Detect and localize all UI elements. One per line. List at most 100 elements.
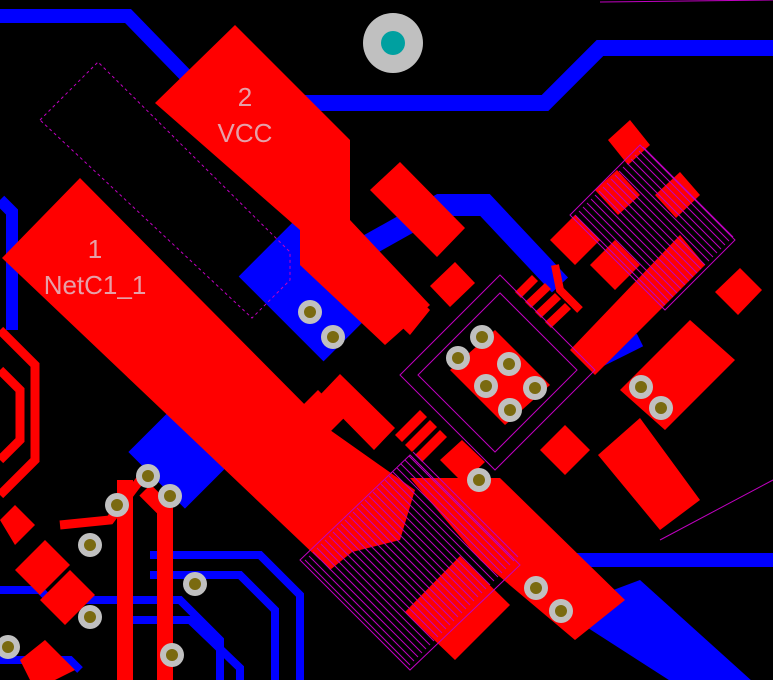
via-hole <box>164 490 176 502</box>
pad-2-number: 2 <box>238 82 252 112</box>
via-hole <box>655 402 667 414</box>
ic-pin-bottom-3 <box>415 430 447 462</box>
pad-1-net: NetC1_1 <box>44 270 147 300</box>
via-hole <box>2 641 14 653</box>
pad-1-number: 1 <box>88 234 102 264</box>
hatch-line <box>364 499 471 606</box>
pad-mid-east[interactable] <box>540 425 590 475</box>
trace-bottom-top-left <box>0 9 201 90</box>
pad-small-d[interactable] <box>300 390 345 435</box>
hatch-line <box>638 150 730 242</box>
hatch-line <box>372 491 479 598</box>
pad-right-3[interactable] <box>655 172 700 218</box>
pad-right-2[interactable] <box>595 170 640 215</box>
hatch-line <box>578 210 670 302</box>
hatch-line <box>332 531 439 638</box>
hatch-line <box>352 511 459 618</box>
trace-left-5 <box>139 484 173 680</box>
hatch-line <box>376 487 483 594</box>
pad-right-7[interactable] <box>620 320 735 430</box>
hatch-line <box>380 483 487 590</box>
trace-left-1 <box>0 326 40 499</box>
pad-right-6[interactable] <box>715 268 762 315</box>
ic-pin-top-2 <box>525 283 551 308</box>
hatch-line <box>388 475 495 582</box>
hatch-line <box>384 479 491 586</box>
trace-bottom-diagonal-main <box>354 194 569 293</box>
pad-right-1[interactable] <box>608 120 650 165</box>
hatch-line <box>642 146 734 238</box>
hatch-line <box>630 158 722 250</box>
via-hole <box>555 605 567 617</box>
via-hole <box>473 474 485 486</box>
via-hole <box>111 499 123 511</box>
pad-small-b[interactable] <box>430 262 475 307</box>
via-hole <box>529 382 541 394</box>
trace-left-2 <box>0 366 25 464</box>
hatch-line <box>312 551 419 658</box>
hatch-line <box>320 543 427 650</box>
hatch-line <box>598 190 690 282</box>
hatch-line <box>626 162 718 254</box>
hatch-line <box>618 170 710 262</box>
hatch-line <box>586 202 678 294</box>
pad-right-5[interactable] <box>590 240 640 290</box>
top-copper-layer <box>0 25 762 680</box>
hatch-line <box>316 547 423 654</box>
hatch-line <box>606 182 698 274</box>
hatch-line <box>304 559 411 666</box>
trace-vcc-down <box>300 220 430 345</box>
ic-outline <box>399 274 596 471</box>
pad-small-a[interactable] <box>370 162 465 257</box>
trace-right-big <box>570 235 705 375</box>
via-hole <box>530 582 542 594</box>
hatch-region-lower <box>299 454 521 671</box>
via-hole <box>504 404 516 416</box>
hatch-line <box>412 451 519 558</box>
pad-2-net: VCC <box>218 118 273 148</box>
hatch-line <box>396 467 503 574</box>
via-hole <box>304 306 316 318</box>
trace-bottom-block-lower <box>128 406 231 509</box>
ic-pin-bottom-1 <box>395 410 427 442</box>
bottom-copper-layer <box>0 9 773 680</box>
board-edge-right <box>659 479 773 541</box>
board-edge-top <box>599 0 773 3</box>
ic-outline-inner <box>417 292 578 453</box>
hatch-line <box>392 471 499 578</box>
hatch-line <box>622 166 714 258</box>
hatch-line <box>408 455 515 562</box>
hatch-line <box>594 194 686 286</box>
hatch-line <box>328 535 435 642</box>
via-hole <box>142 470 154 482</box>
hatch-line <box>574 214 666 306</box>
via-hole <box>189 578 201 590</box>
pad-left-small-4[interactable] <box>20 640 75 680</box>
component-outline-left <box>39 61 291 319</box>
hatch-line <box>602 186 694 278</box>
via-hole <box>503 358 515 370</box>
ic-thermal-pad[interactable] <box>450 330 550 425</box>
hatch-line <box>590 198 682 290</box>
pad-left-small-1[interactable] <box>15 540 70 595</box>
hatch-line <box>400 463 507 570</box>
hatch-line <box>308 555 415 662</box>
trace-right-stub <box>551 264 583 313</box>
pad-left-small-2[interactable] <box>40 570 95 625</box>
ic-pin-top-1 <box>515 275 538 298</box>
via-hole <box>84 611 96 623</box>
hatch-lines <box>304 146 734 666</box>
trace-bottom-left-edge <box>0 195 18 330</box>
mount-hole-center <box>381 31 405 55</box>
pad-left-small-3[interactable] <box>0 505 35 545</box>
via-hole <box>452 352 464 364</box>
via-hole <box>327 331 339 343</box>
trace-bottom-top-right <box>300 40 773 111</box>
hatch-line <box>582 206 674 298</box>
via-hole <box>476 331 488 343</box>
hatch-line <box>348 515 455 622</box>
pad-small-c[interactable] <box>320 374 395 450</box>
pad-lower-right-2[interactable] <box>598 418 700 530</box>
